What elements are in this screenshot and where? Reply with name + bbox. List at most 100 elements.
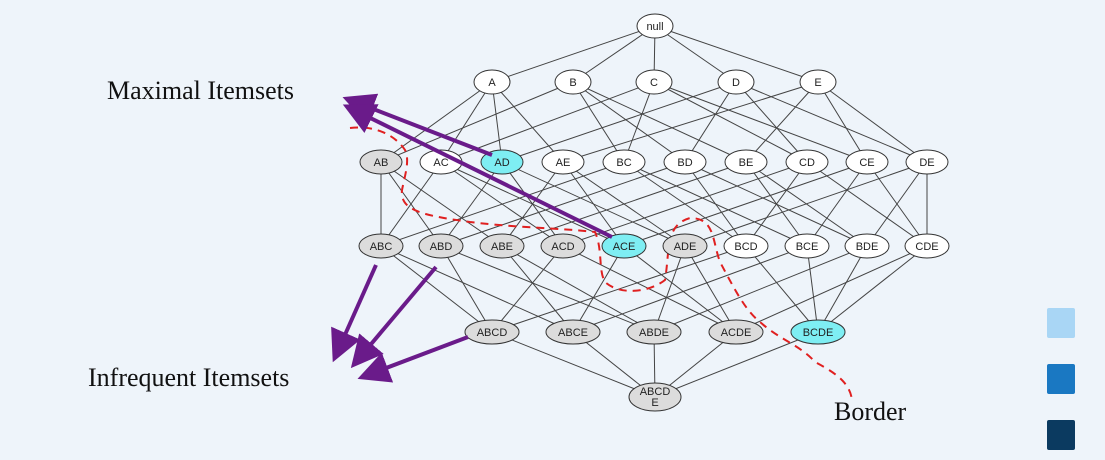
node-ellipse-e bbox=[799, 69, 837, 95]
node-ellipse-abe bbox=[479, 233, 525, 259]
node-ellipse-abcde bbox=[628, 382, 682, 412]
edge-d-de bbox=[735, 81, 928, 163]
node-abe: ABE bbox=[479, 233, 525, 259]
edge-null-e bbox=[654, 25, 819, 83]
node-ellipse-b bbox=[554, 69, 592, 95]
node-label-acde: ACDE bbox=[721, 327, 752, 339]
node-acde: ACDE bbox=[708, 319, 764, 345]
maximal-itemsets-label: Maximal Itemsets bbox=[107, 76, 294, 105]
edge-b-bc bbox=[572, 81, 625, 163]
infrequent-itemsets-label: Infrequent Itemsets bbox=[88, 363, 289, 392]
edge-e-ae bbox=[562, 81, 819, 163]
edge-b-bd bbox=[572, 81, 686, 163]
node-ellipse-c bbox=[635, 69, 673, 95]
edge-de-ade bbox=[684, 161, 928, 247]
edge-a-ae bbox=[491, 81, 564, 163]
node-bd: BD bbox=[663, 149, 707, 175]
edge-abcd-abcde bbox=[491, 331, 656, 398]
node-ellipse-de bbox=[905, 149, 949, 175]
node-label-ade: ADE bbox=[674, 241, 697, 253]
node-de: DE bbox=[905, 149, 949, 175]
edge-bc-abc bbox=[380, 161, 625, 247]
node-ellipse-acde bbox=[708, 319, 764, 345]
node-ellipse-d bbox=[717, 69, 755, 95]
node-label-c: C bbox=[650, 77, 658, 89]
edge-null-a bbox=[491, 25, 656, 83]
edge-b-be bbox=[572, 81, 747, 163]
edge-e-de bbox=[817, 81, 928, 163]
node-ellipse-bd bbox=[663, 149, 707, 175]
edge-bde-abde bbox=[653, 245, 868, 333]
node-label-ae: AE bbox=[556, 157, 571, 169]
edge-a-ad bbox=[491, 81, 503, 163]
edge-null-d bbox=[654, 25, 737, 83]
node-label-bcd: BCD bbox=[734, 241, 757, 253]
edge-ce-bce bbox=[806, 161, 868, 247]
node-cd: CD bbox=[785, 149, 829, 175]
node-label-bc: BC bbox=[616, 157, 631, 169]
edge-bce-bcde bbox=[806, 245, 819, 333]
node-label-abd: ABD bbox=[430, 241, 453, 253]
edge-bce-abce bbox=[572, 245, 808, 333]
edge-e-be bbox=[745, 81, 819, 163]
node-label-a: A bbox=[488, 77, 496, 89]
node-a: A bbox=[473, 69, 511, 95]
node-ellipse-abd bbox=[418, 233, 464, 259]
node-label-de: DE bbox=[919, 157, 934, 169]
node-ellipse-bde bbox=[844, 233, 890, 259]
node-ellipse-ce bbox=[845, 149, 889, 175]
edge-d-cd bbox=[735, 81, 808, 163]
node-b: B bbox=[554, 69, 592, 95]
node-ellipse-abc bbox=[358, 233, 404, 259]
node-label-abcd: ABCD bbox=[477, 327, 508, 339]
edge-a-ab bbox=[380, 81, 493, 163]
edge-ad-abd bbox=[440, 161, 503, 247]
edge-a-ac bbox=[440, 81, 493, 163]
node-bc: BC bbox=[602, 149, 646, 175]
node-ellipse-cde bbox=[904, 233, 950, 259]
node-c: C bbox=[635, 69, 673, 95]
node-d: D bbox=[717, 69, 755, 95]
edge-abc-abcd bbox=[380, 245, 493, 333]
node-ellipse-null bbox=[636, 13, 674, 39]
node-be: BE bbox=[724, 149, 768, 175]
edge-ae-ace bbox=[562, 161, 625, 247]
node-label-bce: BCE bbox=[796, 241, 819, 253]
edge-ace-acde bbox=[623, 245, 737, 333]
edge-b-ab bbox=[380, 81, 574, 163]
edge-cd-acd bbox=[562, 161, 808, 247]
border-line bbox=[349, 126, 853, 401]
node-bce: BCE bbox=[784, 233, 830, 259]
node-e: E bbox=[799, 69, 837, 95]
node-label-abe: ABE bbox=[491, 241, 513, 253]
node-acd: ACD bbox=[540, 233, 586, 259]
node-label-ad: AD bbox=[494, 157, 509, 169]
arrow-infrequent-from-abcd bbox=[357, 335, 469, 383]
edge-bd-bcd bbox=[684, 161, 747, 247]
node-cde: CDE bbox=[904, 233, 950, 259]
edge-null-b bbox=[572, 25, 656, 83]
node-ade: ADE bbox=[662, 233, 708, 259]
node-ce: CE bbox=[845, 149, 889, 175]
node-bcd: BCD bbox=[723, 233, 769, 259]
edge-c-ce bbox=[653, 81, 868, 163]
node-label-be: BE bbox=[739, 157, 754, 169]
node-ellipse-be bbox=[724, 149, 768, 175]
node-ellipse-ab bbox=[359, 149, 403, 175]
node-null: null bbox=[636, 13, 674, 39]
node-label-ce: CE bbox=[859, 157, 874, 169]
node-ab: AB bbox=[359, 149, 403, 175]
arrow-infrequent-from-abd bbox=[350, 265, 438, 369]
node-abcd: ABCD bbox=[464, 319, 520, 345]
swatch-mid-blue bbox=[1047, 364, 1075, 394]
node-abc: ABC bbox=[358, 233, 404, 259]
edge-c-cd bbox=[653, 81, 808, 163]
arrow-maximal-from-ad bbox=[342, 93, 493, 157]
edge-bde-bcde bbox=[817, 245, 868, 333]
node-label-null: null bbox=[646, 21, 663, 33]
edge-ade-abde bbox=[653, 245, 686, 333]
